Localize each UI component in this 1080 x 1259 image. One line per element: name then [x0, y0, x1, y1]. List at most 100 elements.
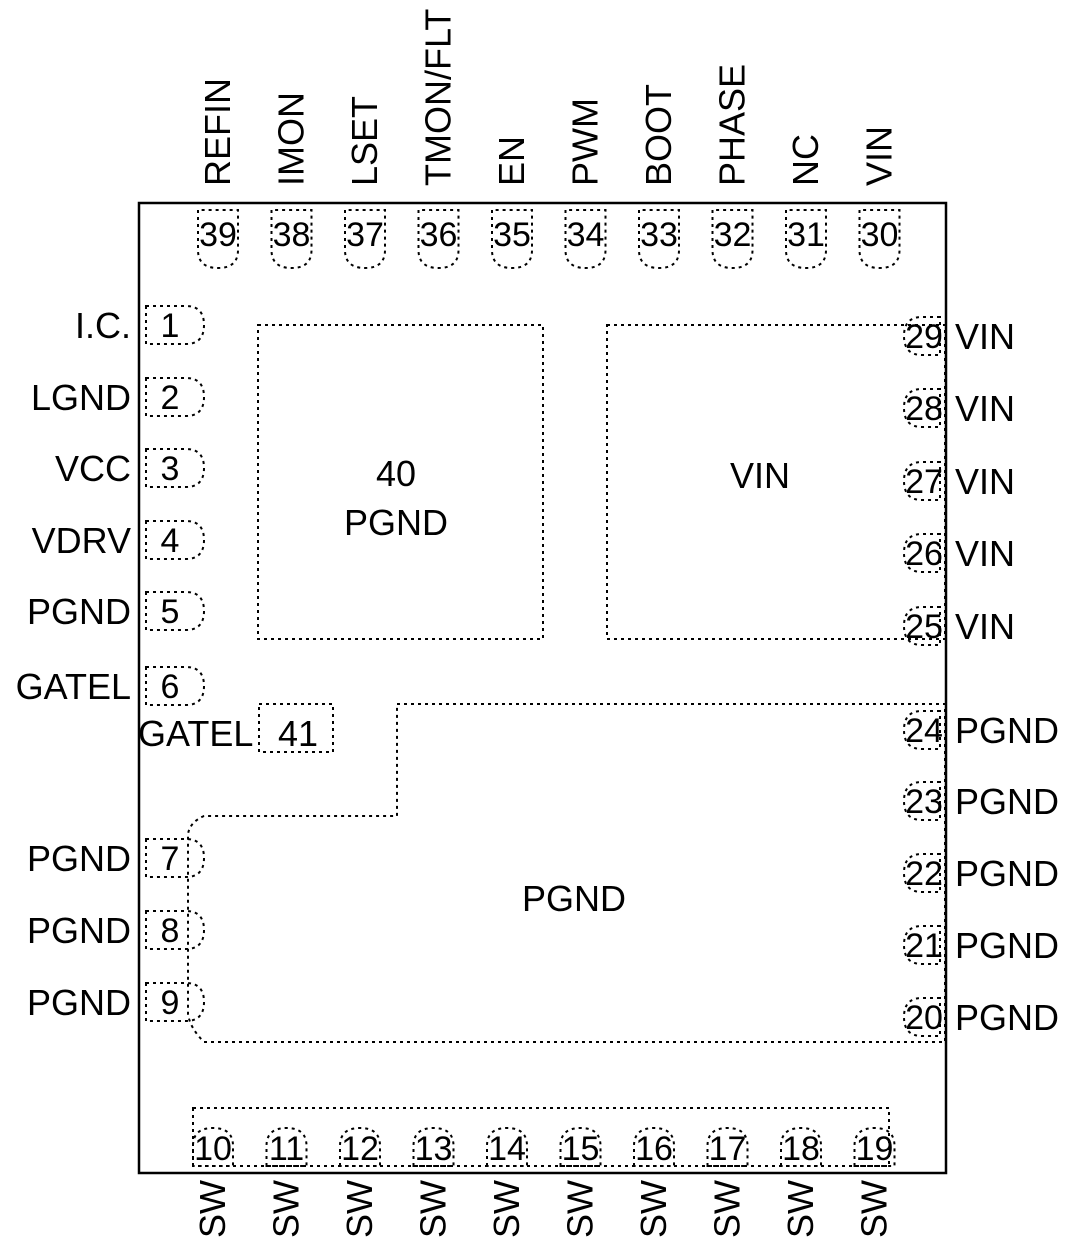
- bottom-pin-pad-10: [192, 1126, 234, 1167]
- top-pin-label-34: PWM: [565, 98, 606, 186]
- bottom-pin-pad-11: [265, 1126, 308, 1167]
- bottom-pin-number-12: 12: [341, 1130, 379, 1168]
- pad-vin-label: VIN: [730, 455, 790, 496]
- bottom-pin-label-13: SW: [413, 1180, 454, 1238]
- left-pin-number-5: 5: [161, 593, 180, 631]
- left-pin-label-5: PGND: [27, 591, 131, 632]
- top-pin-label-30: VIN: [859, 126, 900, 186]
- left-pin-label-2: LGND: [31, 377, 131, 418]
- bottom-pin-label-16: SW: [633, 1180, 674, 1238]
- right-pin-label-24: PGND: [955, 710, 1059, 751]
- bottom-pin-label-10: SW: [192, 1180, 233, 1238]
- right-pin-number-25: 25: [905, 608, 943, 646]
- top-pin-label-39: REFIN: [197, 78, 238, 186]
- pad-pgnd-label: PGND: [522, 878, 626, 919]
- exposed-pad-40: [257, 324, 544, 640]
- bottom-pin-label-12: SW: [339, 1180, 380, 1238]
- left-pin-number-4: 4: [161, 522, 180, 560]
- bottom-pin-label-19: SW: [854, 1180, 895, 1238]
- exposed-pad-vin: [606, 324, 946, 640]
- bottom-pin-label-14: SW: [486, 1180, 527, 1238]
- left-pin-label-3: VCC: [55, 448, 131, 489]
- bottom-pin-pad-17: [706, 1126, 749, 1167]
- bottom-pin-pad-12: [339, 1126, 381, 1167]
- bottom-pin-pad-13: [412, 1126, 455, 1167]
- right-pin-label-25: VIN: [955, 606, 1015, 647]
- bottom-pin-number-14: 14: [488, 1130, 526, 1168]
- top-pin-pad-38: [270, 209, 313, 270]
- top-pin-label-31: NC: [785, 134, 826, 186]
- right-pin-number-23: 23: [905, 783, 943, 821]
- top-pin-pad-33: [638, 209, 680, 270]
- left-pin-column: 1I.C.2LGND3VCC4VDRV5PGND6GATEL7PGND8PGND…: [16, 305, 206, 1023]
- bottom-pin-number-13: 13: [415, 1130, 453, 1168]
- exposed-pad-41: [258, 703, 334, 753]
- right-pin-number-20: 20: [905, 999, 943, 1037]
- left-pin-label-1: I.C.: [75, 305, 131, 346]
- bottom-sw-pad: [192, 1107, 890, 1167]
- bottom-pin-pad-19: [853, 1126, 896, 1167]
- package-body: [137, 201, 948, 1175]
- left-pin-number-8: 8: [161, 912, 180, 950]
- left-pin-number-3: 3: [161, 450, 180, 488]
- left-pin-number-2: 2: [161, 379, 180, 417]
- top-pin-label-33: BOOT: [638, 84, 679, 186]
- bottom-pin-label-11: SW: [266, 1180, 307, 1238]
- right-pin-label-27: VIN: [955, 461, 1015, 502]
- left-pin-label-6: GATEL: [16, 666, 131, 707]
- top-pin-number-38: 38: [273, 216, 311, 254]
- right-pin-label-23: PGND: [955, 781, 1059, 822]
- left-pin-label-4: VDRV: [32, 520, 131, 561]
- top-pin-label-38: IMON: [271, 92, 312, 186]
- top-pin-pad-37: [344, 209, 386, 270]
- bottom-pin-label-18: SW: [780, 1180, 821, 1238]
- bottom-pin-pad-16: [633, 1126, 675, 1167]
- right-pin-label-28: VIN: [955, 388, 1015, 429]
- bottom-pin-number-15: 15: [562, 1130, 600, 1168]
- left-pin-number-7: 7: [161, 840, 180, 878]
- top-pin-pad-35: [491, 209, 533, 270]
- right-pin-number-21: 21: [905, 927, 943, 965]
- bottom-pin-label-15: SW: [560, 1180, 601, 1238]
- bottom-pin-number-19: 19: [856, 1130, 894, 1168]
- right-pin-label-20: PGND: [955, 997, 1059, 1038]
- top-pin-pad-32: [711, 209, 754, 270]
- exposed-pad-pgnd: [187, 703, 946, 1043]
- left-pin-label-7: PGND: [27, 838, 131, 879]
- bottom-pin-label-17: SW: [707, 1180, 748, 1238]
- top-pin-number-36: 36: [420, 216, 458, 254]
- top-pin-pad-30: [858, 209, 901, 270]
- top-pin-number-34: 34: [567, 216, 605, 254]
- top-pin-number-37: 37: [346, 216, 384, 254]
- right-pin-number-28: 28: [905, 390, 943, 428]
- bottom-pin-number-17: 17: [709, 1130, 747, 1168]
- right-pin-label-29: VIN: [955, 316, 1015, 357]
- left-pin-label-9: PGND: [27, 982, 131, 1023]
- top-pin-pad-31: [785, 209, 827, 270]
- right-pin-number-22: 22: [905, 855, 943, 893]
- bottom-pin-number-11: 11: [269, 1130, 304, 1168]
- pad-41-number: 41: [278, 713, 318, 754]
- left-pin-number-6: 6: [161, 668, 180, 706]
- top-pin-pad-34: [564, 209, 607, 270]
- bottom-pin-pad-15: [559, 1126, 602, 1167]
- pad-40-label: PGND: [344, 502, 448, 543]
- bottom-pin-number-10: 10: [194, 1130, 232, 1168]
- left-pin-label-8: PGND: [27, 910, 131, 951]
- right-pin-number-27: 27: [905, 463, 943, 501]
- top-pin-pad-36: [417, 209, 460, 270]
- top-pin-number-35: 35: [493, 216, 531, 254]
- top-pin-number-33: 33: [640, 216, 678, 254]
- pad-41-label: GATEL: [138, 713, 253, 754]
- top-pin-label-37: LSET: [344, 96, 385, 186]
- right-pin-label-22: PGND: [955, 853, 1059, 894]
- top-pin-number-39: 39: [199, 216, 237, 254]
- right-pin-number-24: 24: [905, 712, 943, 750]
- top-pin-label-36: TMON/FLT: [418, 9, 459, 186]
- top-pin-label-32: PHASE: [712, 64, 753, 186]
- top-pin-label-35: EN: [491, 136, 532, 186]
- top-pin-number-31: 31: [787, 216, 825, 254]
